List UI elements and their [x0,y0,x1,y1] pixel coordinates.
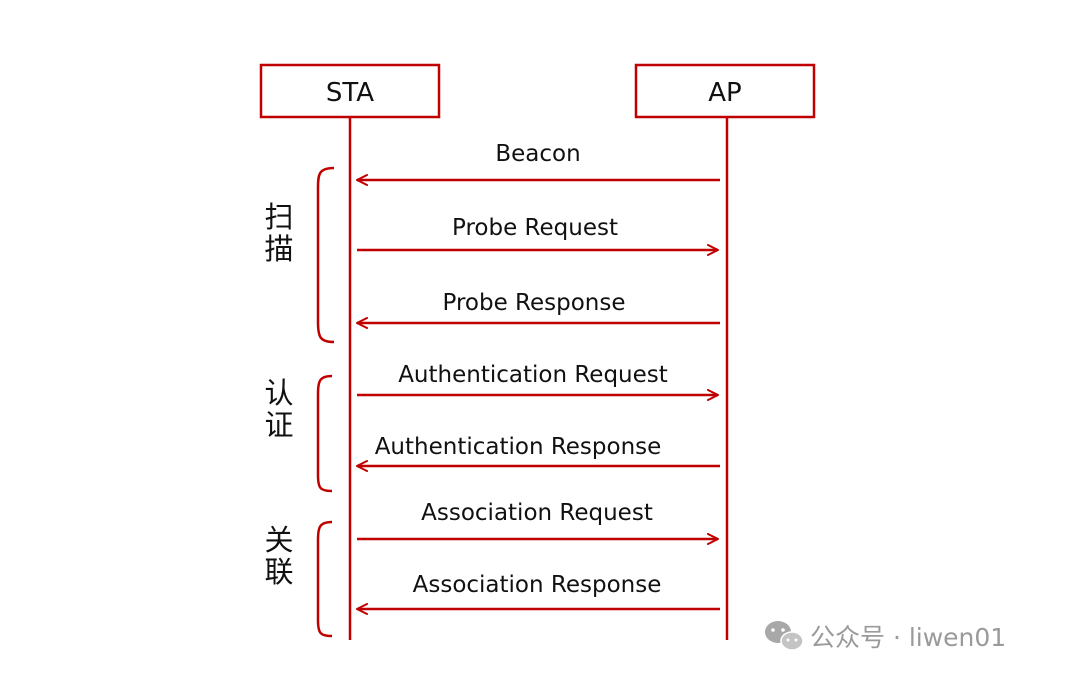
participant-ap-box [634,63,816,119]
message-label: Association Response [413,572,662,598]
phase-bracket [316,374,333,493]
wechat-icon [765,621,804,651]
message-authentication-request: Authentication Request [357,362,719,401]
phase-char: 扫 [264,200,293,234]
phase-scan: 扫 描 [264,166,335,344]
message-association-request: Association Request [357,500,719,545]
message-beacon: Beacon [356,141,720,186]
participant-ap-label: AP [708,78,741,108]
message-probe-response: Probe Response [356,290,720,329]
message-association-response: Association Response [356,572,720,615]
phase-char: 认 [264,376,293,410]
message-label: Association Request [421,500,653,526]
phase-char: 描 [264,232,293,266]
phase-char: 证 [264,408,293,442]
phase-char: 关 [264,523,293,557]
message-label: Probe Request [452,215,618,241]
watermark-text: 公众号 · liwen01 [810,623,1006,652]
message-label: Authentication Request [398,362,668,388]
message-label: Beacon [495,141,580,167]
participant-sta-box [259,63,441,119]
phase-auth: 认 证 [264,374,333,493]
participant-sta-label: STA [326,78,374,108]
phase-bracket [316,166,335,344]
phase-char: 联 [264,555,293,589]
participant-sta: STA [259,63,441,119]
message-label: Probe Response [442,290,625,316]
phase-bracket [316,520,333,638]
phase-assoc: 关 联 [264,520,333,638]
message-probe-request: Probe Request [357,215,719,256]
message-authentication-response: Authentication Response [356,434,720,472]
message-label: Authentication Response [375,434,662,460]
watermark: 公众号 · liwen01 [765,621,1006,652]
participant-ap: AP [634,63,816,119]
